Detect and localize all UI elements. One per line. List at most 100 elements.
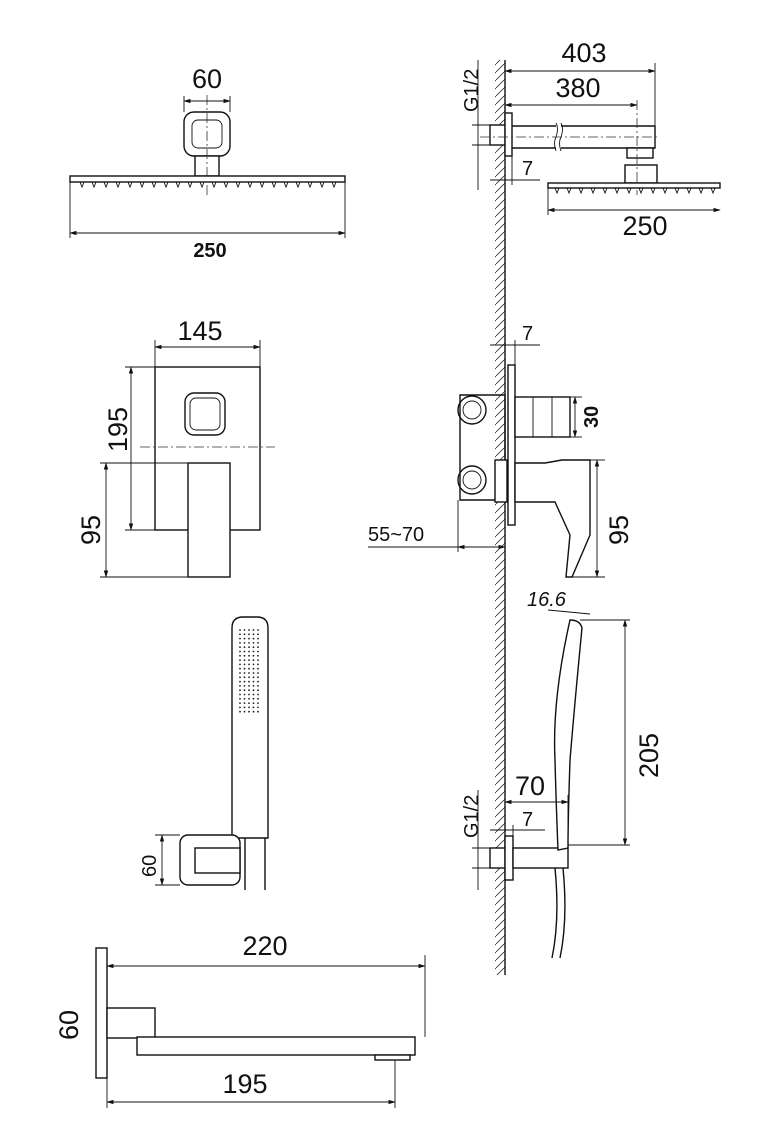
spray-dot [248, 663, 250, 666]
spray-dot [248, 689, 250, 692]
dimension-mixer-flange: 7 [522, 323, 533, 345]
dimension-hand-thickness: 16.6 [527, 589, 567, 611]
nozzle [235, 181, 241, 189]
nozzle [79, 181, 85, 189]
spray-dot [252, 654, 255, 657]
spray-dot [239, 685, 241, 687]
dimension-arm-center: 380 [555, 73, 600, 103]
spray-dot [257, 680, 259, 683]
dimension-installation-depth: 55~70 [368, 524, 424, 546]
mixer-handle [187, 462, 231, 578]
nozzle [590, 187, 596, 195]
spray-dot [239, 654, 241, 657]
nozzle [103, 181, 109, 189]
spray-dot [257, 646, 259, 649]
spray-dot [239, 702, 241, 704]
spray-dot [248, 710, 250, 713]
nozzle [566, 187, 572, 195]
dimension-arm-width: 60 [192, 64, 222, 94]
spray-dot [252, 685, 255, 687]
spray-dot [257, 697, 259, 700]
dimension-hand-flange: 7 [522, 809, 533, 831]
spray-dot [248, 637, 250, 640]
nozzle [674, 187, 680, 195]
nozzle [115, 181, 121, 189]
dimension-head-width-side: 250 [622, 211, 667, 241]
rain-shower-front-view: 60 250 [69, 64, 346, 262]
nozzle [247, 181, 253, 189]
spray-dot [239, 680, 241, 683]
spray-dot [248, 646, 250, 649]
dimension-plate-width: 145 [177, 316, 222, 346]
thread-label-hand: G1/2 [461, 795, 483, 838]
nozzle [199, 181, 205, 189]
spray-dot [248, 693, 250, 696]
spray-dot [248, 642, 250, 644]
nozzle [554, 187, 560, 195]
spray-dot [248, 667, 250, 670]
spray-dot [252, 650, 255, 653]
dimension-spout-height: 60 [54, 1010, 84, 1040]
spray-dot [243, 685, 246, 687]
spray-dot [243, 702, 246, 704]
spray-dot [252, 672, 255, 674]
nozzle [187, 181, 193, 189]
bath-spout-side-view: 220 60 195 [54, 931, 426, 1108]
nozzle [602, 187, 608, 195]
nozzle [638, 187, 644, 195]
spray-dot [243, 646, 246, 649]
spray-dot [248, 706, 250, 709]
hand-shower-side-view: 205 16.6 70 7 G1/2 [461, 589, 664, 959]
spray-dot [257, 672, 259, 674]
spray-dot [257, 659, 259, 661]
spray-dot [243, 663, 246, 666]
nozzle [578, 187, 584, 195]
rain-shower-side-view: 403 380 G1/2 7 250 [461, 38, 721, 241]
spray-dot [239, 633, 241, 636]
spray-dot [239, 663, 241, 666]
spray-dot [257, 706, 259, 709]
spray-dot [243, 697, 246, 700]
spray-dot [239, 646, 241, 649]
nozzle [698, 187, 704, 195]
nozzle [650, 187, 656, 195]
spray-dot [257, 654, 259, 657]
spray-dot [243, 642, 246, 644]
spray-dot [239, 706, 241, 709]
spray-dot [252, 629, 255, 631]
dimension-handle-height: 95 [604, 515, 634, 545]
spray-dot [248, 654, 250, 657]
nozzle [259, 181, 265, 189]
diverter-button [184, 392, 226, 436]
dimension-button-size: 30 [581, 406, 603, 428]
spray-dot [248, 702, 250, 704]
nozzle [211, 181, 217, 189]
spray-dot [239, 710, 241, 713]
spray-dot [243, 650, 246, 653]
spray-dot [248, 633, 250, 636]
spray-dot [252, 642, 255, 644]
spray-dot [239, 629, 241, 631]
spray-dot [257, 663, 259, 666]
spray-dot [243, 659, 246, 661]
dimension-bracket: 60 [139, 855, 161, 877]
spray-dot [252, 637, 255, 640]
spray-dot [257, 642, 259, 644]
spray-dot [252, 646, 255, 649]
spray-dot [257, 633, 259, 636]
nozzle [626, 187, 632, 195]
nozzle [710, 187, 716, 195]
spray-dot [252, 697, 255, 700]
spray-dot [257, 693, 259, 696]
spray-dot [239, 672, 241, 674]
dimension-hand-projection: 70 [515, 771, 545, 801]
spray-dot [252, 667, 255, 670]
thread-label: G1/2 [461, 69, 483, 112]
spray-dot [257, 667, 259, 670]
spray-dot [239, 650, 241, 653]
spray-dot [243, 667, 246, 670]
spray-dot [252, 680, 255, 683]
spray-dot [248, 697, 250, 700]
dimension-flange: 7 [522, 158, 533, 180]
spray-dot [252, 702, 255, 704]
